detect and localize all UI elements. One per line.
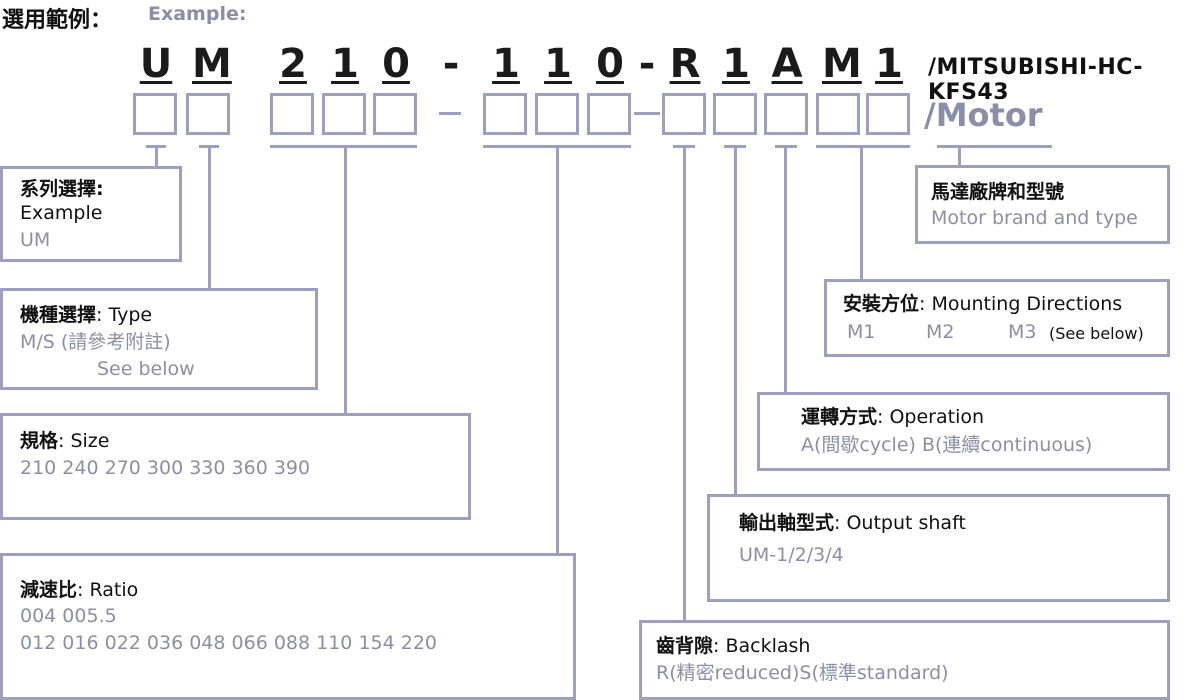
ratio-box [0,553,576,700]
code-char-operation: A [771,41,803,87]
size-title-cn: 規格 [20,430,59,452]
operation-values: A(間歇cycle) B(連續continuous) [801,434,1093,456]
slot-operation [764,93,808,135]
slot-output [713,93,757,135]
code-char-size-1: 2 [279,41,307,87]
type-box [0,288,318,390]
mounting-title: 安裝方位: Mounting Directions [843,292,1122,316]
type-title-en: : Type [96,304,153,326]
slot-series-2 [186,93,230,135]
slot-ratio-3 [587,93,631,135]
slot-mount-2 [866,93,910,135]
motor-brand-subtitle: Motor brand and type [931,207,1138,229]
output-shaft-box [707,494,1170,602]
output-shaft-values: UM-1/2/3/4 [739,544,844,566]
type-options: M/S (請參考附註) [20,331,171,353]
slot-size-1 [270,93,314,135]
motor-model-label: /MITSUBISHI-HC-KFS43 [928,55,1144,105]
leader-backlash [683,145,686,622]
slot-dash-2 [634,112,660,115]
size-title: 規格: Size [20,429,109,453]
mounting-note: (See below) [1049,324,1144,343]
code-char-output: 1 [722,41,750,87]
bracket-size [270,145,417,148]
mounting-title-en: : Mounting Directions [919,293,1123,315]
backlash-title: 齒背隙: Backlash [656,634,810,658]
code-dash-1: - [442,41,460,87]
series-title: 系列選擇: [20,178,104,200]
size-box [0,413,471,520]
type-see-below: See below [97,358,195,380]
code-char-ratio-1: 1 [492,41,520,87]
bracket-mounting [816,145,910,148]
size-values: 210 240 270 300 330 360 390 [20,457,311,479]
ratio-title: 減速比: Ratio [20,578,138,602]
slot-mount-1 [816,93,860,135]
leader-motor [958,145,961,167]
operation-box [757,392,1170,471]
code-char-backlash: R [669,41,701,87]
code-char-ratio-3: 0 [596,41,624,87]
code-char-m: M [192,41,232,87]
mounting-m2: M2 [926,321,955,343]
operation-title-cn: 運轉方式 [801,406,878,428]
leader-operation [784,145,787,393]
ratio-title-cn: 減速比 [20,579,78,601]
type-title-cn: 機種選擇 [20,304,97,326]
mounting-title-cn: 安裝方位 [843,293,920,315]
mounting-box [824,279,1170,357]
bracket-motor [937,145,1052,148]
code-char-mount-number: 1 [875,41,903,87]
backlash-values: R(精密reduced)S(標準standard) [656,662,949,684]
backlash-box [639,620,1170,700]
code-char-mount-letter: M [822,41,862,87]
slot-ratio-1 [483,93,527,135]
operation-title: 運轉方式: Operation [801,405,984,429]
backlash-title-en: : Backlash [713,635,811,657]
motor-brand-title: 馬達廠牌和型號 [931,181,1065,203]
leader-type [208,145,211,290]
leader-size [344,145,347,415]
output-shaft-title: 輸出軸型式: Output shaft [739,511,966,535]
series-box [0,166,182,262]
code-char-ratio-2: 1 [544,41,572,87]
slot-size-2 [322,93,366,135]
mounting-m3: M3 [1008,321,1037,343]
motor-brand-box [915,165,1170,244]
leader-mounting [860,145,863,280]
leader-series [155,145,158,168]
code-char-u: U [139,41,173,87]
code-dash-2: - [638,41,656,87]
code-char-size-3: 0 [382,41,410,87]
leader-ratio [556,145,559,555]
slot-size-3 [373,93,417,135]
operation-title-en: : Operation [877,406,985,428]
slot-backlash [662,93,706,135]
example-title-cn: 選用範例： [2,8,113,33]
code-char-size-2: 1 [331,41,359,87]
series-example-label: Example [20,202,103,224]
series-value: UM [20,229,51,251]
ratio-values-2: 012 016 022 036 048 066 088 110 154 220 [20,632,438,654]
ratio-title-en: : Ratio [77,579,139,601]
motor-label: /Motor [924,96,1043,134]
leader-output [734,145,737,495]
size-title-en: : Size [58,430,110,452]
slot-dash-1 [439,112,461,115]
slot-series-1 [133,93,177,135]
output-shaft-title-cn: 輸出軸型式 [739,512,835,534]
output-shaft-title-en: : Output shaft [834,512,966,534]
example-title-en: Example: [148,3,247,25]
slot-ratio-2 [535,93,579,135]
backlash-title-cn: 齒背隙 [656,635,714,657]
mounting-m1: M1 [847,321,876,343]
type-title: 機種選擇: Type [20,303,152,327]
ratio-values-1: 004 005.5 [20,605,117,627]
